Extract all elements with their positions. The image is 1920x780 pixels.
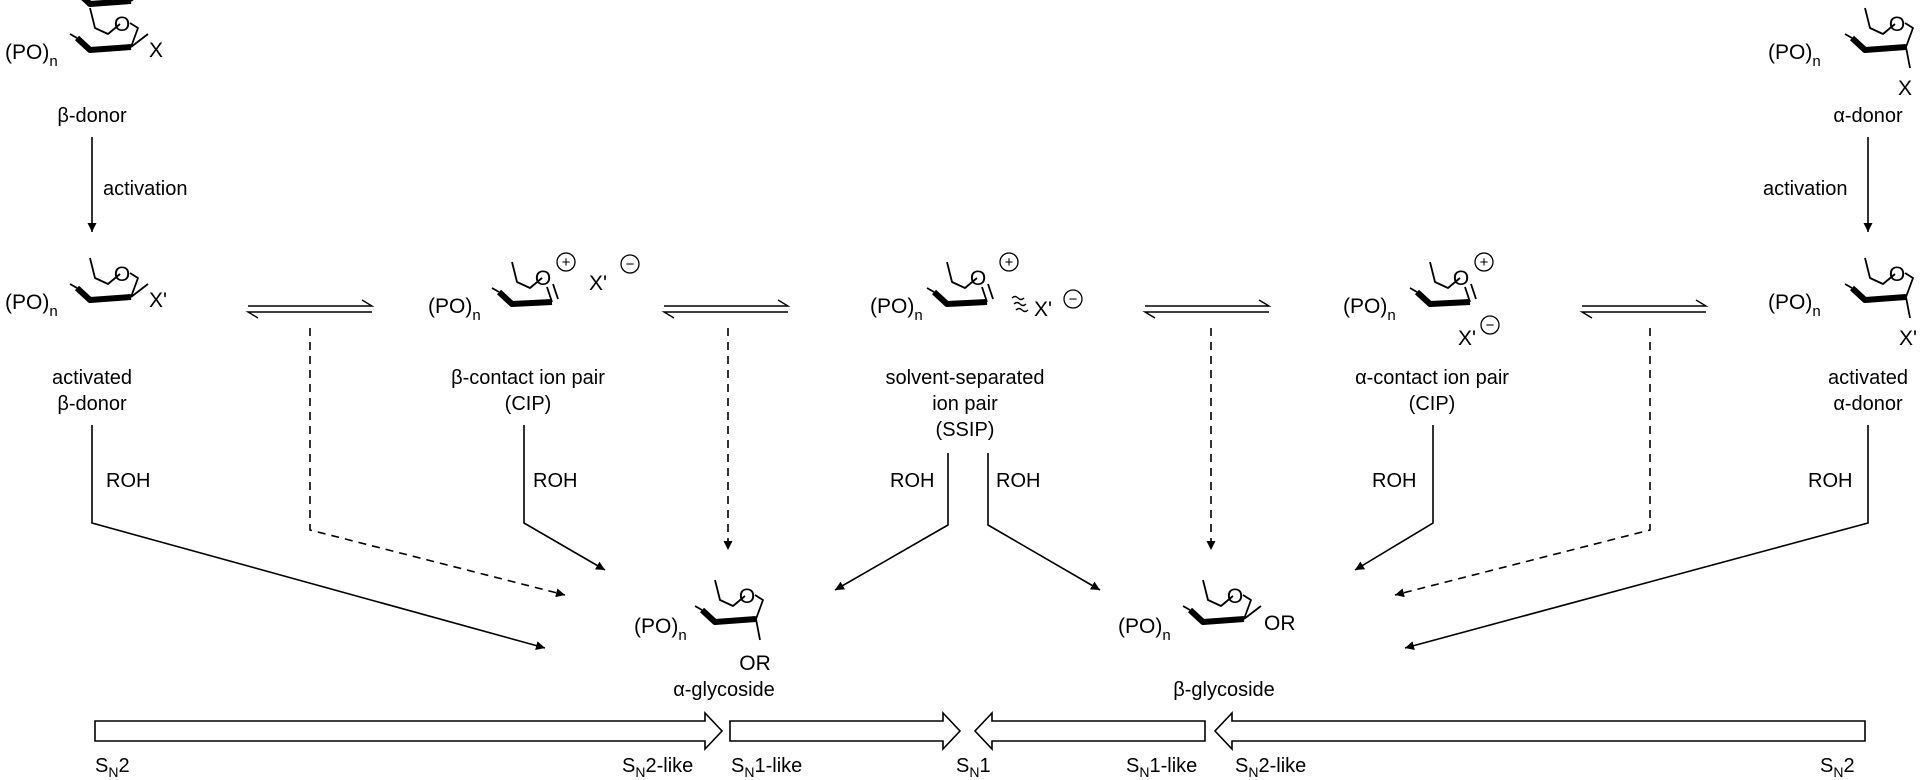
protecting-group-label: (PO)n bbox=[428, 295, 481, 324]
ring-oxygen-label: O bbox=[1889, 13, 1905, 36]
roh-arrow: ROH bbox=[834, 453, 949, 591]
activated-leaving-group-label: X' bbox=[149, 289, 167, 312]
roh-label: ROH bbox=[1808, 470, 1852, 492]
beta-cip-label-line2: (CIP) bbox=[505, 393, 552, 415]
ring-oxygen-label: O bbox=[739, 585, 755, 608]
plus-sign: + bbox=[1480, 254, 1489, 271]
plus-sign: + bbox=[1005, 254, 1014, 271]
activation-label: activation bbox=[1763, 178, 1848, 200]
activated-beta-donor-label-line1: activated bbox=[52, 367, 132, 389]
protecting-group-label: (PO)n bbox=[5, 41, 58, 70]
equilibrium-arrow bbox=[1579, 299, 1709, 319]
solvent-separated-ion-pair: (PO)n O + X' − solvent-separated ion pai… bbox=[870, 252, 1083, 441]
negative-charge-icon bbox=[1063, 289, 1083, 309]
roh-arrow: ROH bbox=[1354, 425, 1434, 571]
ssip-label-line1: solvent-separated bbox=[886, 367, 1045, 389]
beta-donor-label: β-donor bbox=[57, 105, 127, 127]
equilibrium-arrow bbox=[245, 299, 375, 319]
roh-label: ROH bbox=[1372, 470, 1416, 492]
protecting-group-label: (PO)n bbox=[870, 295, 923, 324]
protecting-group-label: (PO)n bbox=[634, 615, 687, 644]
counterion-label: X' bbox=[589, 272, 607, 295]
roh-arrow: ROH bbox=[987, 453, 1101, 591]
roh-arrow: ROH bbox=[523, 425, 606, 571]
positive-charge-icon bbox=[1474, 252, 1494, 272]
protecting-group-label: (PO)n bbox=[5, 291, 58, 320]
alpha-donor: (PO)n O X α-donor bbox=[1768, 7, 1914, 127]
scale-label-sn1like-left: SN1-like bbox=[731, 755, 802, 780]
dashed-arrow bbox=[1394, 328, 1651, 598]
activated-beta-donor: (PO)n O X' activated β-donor bbox=[5, 257, 167, 415]
equilibrium-arrow bbox=[1142, 299, 1272, 319]
positive-charge-icon bbox=[999, 252, 1019, 272]
activated-alpha-donor-label-line1: activated bbox=[1828, 367, 1908, 389]
sn1like-to-sn1-reverse-arrow bbox=[973, 710, 1206, 752]
negative-charge-icon bbox=[1480, 315, 1500, 335]
sn1like-to-sn1-arrow bbox=[729, 710, 962, 752]
roh-label: ROH bbox=[106, 470, 150, 492]
activated-beta-donor-label-line2: β-donor bbox=[57, 393, 127, 415]
plus-sign: + bbox=[562, 254, 571, 271]
leaving-group-label: X bbox=[149, 39, 163, 62]
oxocarbenium-oxygen-label: O bbox=[970, 267, 986, 290]
beta-cip-label-line1: β-contact ion pair bbox=[451, 367, 605, 389]
roh-label: ROH bbox=[890, 470, 934, 492]
alpha-contact-ion-pair: (PO)n O + X' − α-contact ion pair (CIP) bbox=[1343, 252, 1509, 415]
activation-label: activation bbox=[103, 178, 188, 200]
minus-sign: − bbox=[1069, 291, 1078, 308]
sn2-to-sn2like-reverse-arrow bbox=[1213, 710, 1866, 752]
protecting-group-label: (PO)n bbox=[1343, 295, 1396, 324]
ssip-label-line3: (SSIP) bbox=[936, 419, 995, 441]
counterion-label: X' bbox=[1034, 298, 1052, 321]
dashed-arrow bbox=[309, 328, 566, 598]
positive-charge-icon bbox=[556, 252, 576, 272]
oxocarbenium-oxygen-label: O bbox=[535, 267, 551, 290]
beta-glycoside-label: β-glycoside bbox=[1173, 679, 1275, 701]
beta-donor: (PO)n O X β-donor bbox=[5, 7, 163, 127]
alpha-cip-label-line2: (CIP) bbox=[1409, 393, 1456, 415]
roh-arrow: ROH bbox=[91, 425, 546, 650]
minus-sign: − bbox=[626, 256, 635, 273]
minus-sign: − bbox=[1486, 317, 1495, 334]
counterion-label: X' bbox=[1458, 327, 1476, 350]
wavy-bond-icon bbox=[1011, 295, 1029, 313]
activated-alpha-donor: (PO)n O X' activated α-donor bbox=[1768, 257, 1917, 415]
ring-oxygen-label: O bbox=[114, 263, 130, 286]
protecting-group-label: (PO)n bbox=[1768, 291, 1821, 320]
roh-label: ROH bbox=[533, 470, 577, 492]
oxocarbenium-oxygen-label: O bbox=[1453, 267, 1469, 290]
sn2-to-sn2like-arrow bbox=[94, 710, 724, 752]
ring-oxygen-label: O bbox=[114, 13, 130, 36]
roh-label: ROH bbox=[996, 470, 1040, 492]
scale-label-sn2-left: SN2 bbox=[95, 755, 130, 780]
activation-arrow-alpha: activation bbox=[1763, 137, 1873, 232]
aglycone-label: OR bbox=[739, 652, 771, 675]
protecting-group-label: (PO)n bbox=[1768, 41, 1821, 70]
ssip-label-line2: ion pair bbox=[932, 393, 998, 415]
alpha-glycoside: (PO)n O OR α-glycoside bbox=[634, 579, 775, 701]
scale-label-sn2like-right: SN2-like bbox=[1235, 755, 1306, 780]
leaving-group-label: X bbox=[1898, 77, 1912, 100]
negative-charge-icon bbox=[620, 254, 640, 274]
beta-contact-ion-pair: (PO)n O + X' − β-contact ion pair (CIP) bbox=[428, 252, 640, 415]
ring-oxygen-label: O bbox=[1889, 263, 1905, 286]
protecting-group-label: (PO)n bbox=[1118, 615, 1171, 644]
activated-leaving-group-label: X' bbox=[1899, 327, 1917, 350]
beta-glycoside: (PO)n O OR β-glycoside bbox=[1118, 579, 1296, 701]
ring-oxygen-label: O bbox=[1227, 585, 1243, 608]
activated-alpha-donor-label-line2: α-donor bbox=[1833, 393, 1903, 415]
alpha-glycoside-label: α-glycoside bbox=[673, 679, 775, 701]
scale-label-sn2like-left: SN2-like bbox=[622, 755, 693, 780]
roh-arrow: ROH bbox=[1404, 425, 1869, 650]
scale-label-sn1: SN1 bbox=[956, 755, 991, 780]
equilibrium-arrow bbox=[661, 299, 791, 319]
alpha-cip-label-line1: α-contact ion pair bbox=[1355, 367, 1509, 389]
activation-arrow-beta: activation bbox=[87, 137, 188, 232]
scale-label-sn2-right: SN2 bbox=[1820, 755, 1855, 780]
aglycone-label: OR bbox=[1264, 612, 1296, 635]
scale-label-sn1like-right: SN1-like bbox=[1126, 755, 1197, 780]
beta-donor-structure: O bbox=[81, 0, 134, 7]
alpha-donor-label: α-donor bbox=[1833, 105, 1903, 127]
